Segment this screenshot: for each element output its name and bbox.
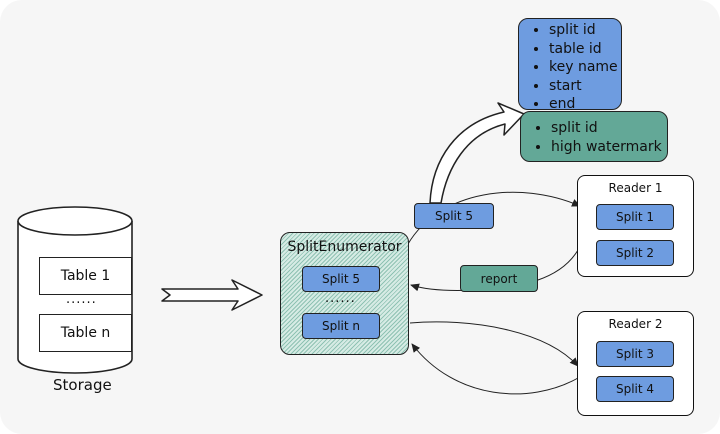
- watermark-list: split id high watermark: [521, 119, 667, 156]
- reader-2-split-4-label: Split 4: [615, 382, 655, 396]
- storage-ellipsis: ......: [66, 292, 97, 307]
- enumerator-split-5: Split 5: [302, 266, 380, 292]
- metadata-item: table id: [549, 40, 621, 59]
- table-1-box: Table 1: [39, 257, 132, 295]
- enumerator-split-n: Split n: [302, 313, 380, 339]
- table-n-box: Table n: [39, 314, 132, 352]
- metadata-item: key name: [549, 58, 621, 77]
- load-arrow: [161, 279, 263, 311]
- enumerator-ellipsis: ......: [325, 291, 356, 306]
- metadata-item: split id: [549, 21, 621, 40]
- in-flight-split-5: Split 5: [414, 203, 494, 229]
- reader-1-title: Reader 1: [608, 181, 663, 195]
- split-metadata-box: split id table id key name start end: [518, 18, 622, 112]
- metadata-item: end: [549, 95, 621, 114]
- in-flight-split-5-label: Split 5: [434, 209, 474, 223]
- report-label: report: [480, 271, 518, 286]
- reader-1-split-2: Split 2: [596, 240, 674, 266]
- split-enumerator-title: SplitEnumerator: [287, 239, 402, 255]
- reader-1-split-1-label: Split 1: [615, 210, 655, 224]
- reader-2-split-3: Split 3: [596, 341, 674, 367]
- report-box: report: [460, 265, 538, 292]
- table-n-label: Table n: [60, 325, 111, 341]
- reader-2-split-4: Split 4: [596, 376, 674, 402]
- reader-2-split-3-label: Split 3: [615, 347, 655, 361]
- detail-arrow: [429, 102, 525, 204]
- table-1-label: Table 1: [60, 268, 111, 284]
- reader-1-split-2-label: Split 2: [615, 246, 655, 260]
- return-arrow-reader-2: [411, 343, 579, 395]
- assign-arrow-reader-2: [409, 321, 579, 367]
- enumerator-split-n-label: Split n: [321, 319, 361, 333]
- reader-1-split-1: Split 1: [596, 204, 674, 230]
- split-metadata-list: split id table id key name start end: [519, 21, 621, 114]
- watermark-item: split id: [551, 119, 667, 138]
- metadata-item: start: [549, 77, 621, 96]
- watermark-box: split id high watermark: [520, 111, 668, 162]
- storage-label: Storage: [53, 376, 112, 394]
- watermark-item: high watermark: [551, 138, 667, 157]
- enumerator-split-5-label: Split 5: [321, 272, 361, 286]
- reader-2-title: Reader 2: [608, 317, 663, 331]
